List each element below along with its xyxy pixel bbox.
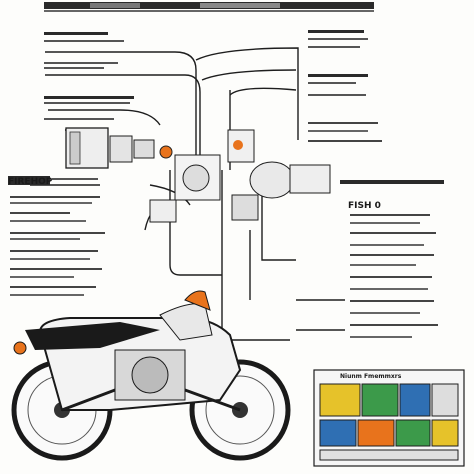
right-heading: FISH 0 <box>348 201 381 211</box>
component-panel-heading: Niunm Fmemmxrs <box>340 373 402 380</box>
top-header-strip <box>44 2 374 12</box>
left-notes-column <box>8 32 134 296</box>
motorcycle-illustration <box>11 290 291 461</box>
engine-illustration <box>65 127 331 223</box>
right-notes-column <box>308 30 444 338</box>
component-panel: Niunm Fmemmxrs <box>313 369 465 467</box>
left-heading: FIREHOP <box>8 177 53 187</box>
